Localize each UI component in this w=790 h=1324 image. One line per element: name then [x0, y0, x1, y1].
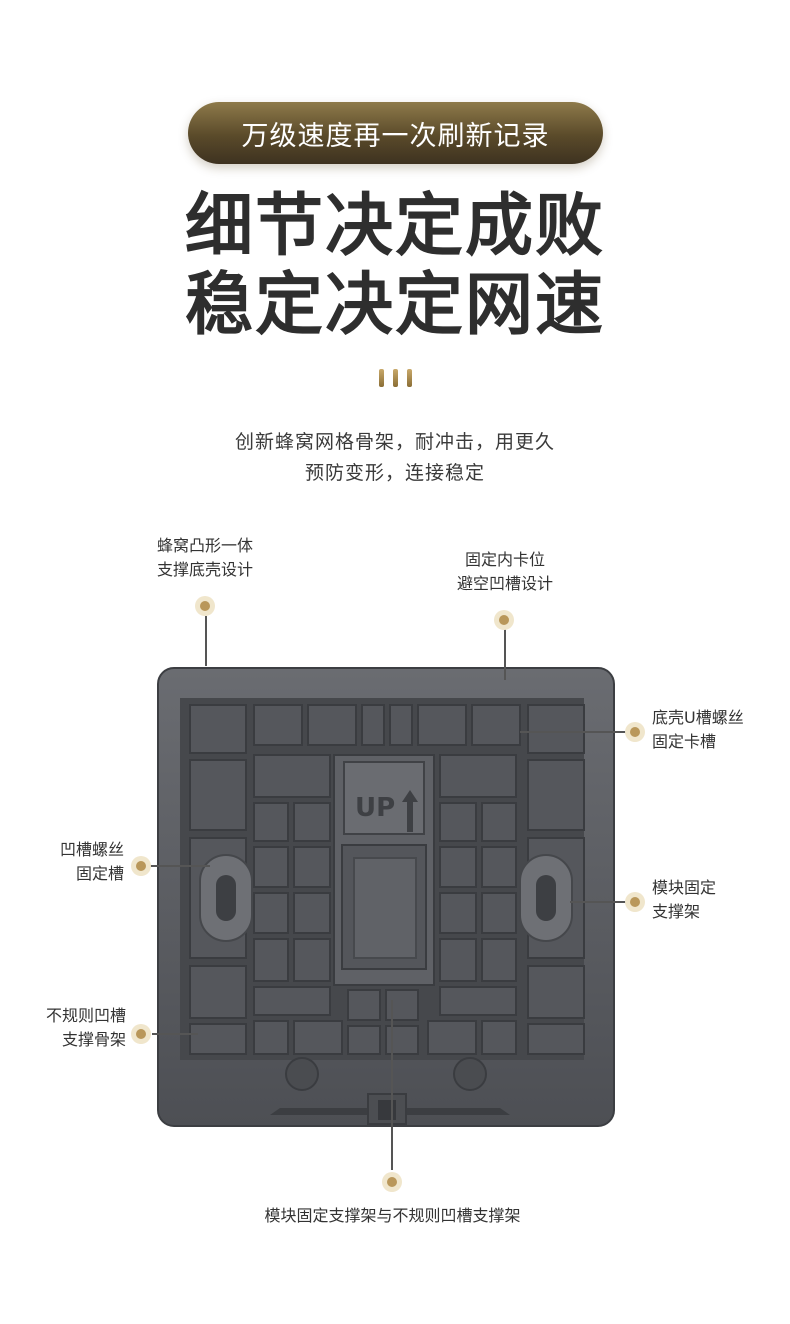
callout-line-u-slot — [520, 731, 626, 733]
badge-text: 万级速度再一次刷新记录 — [241, 120, 550, 152]
callout-line-bottom — [391, 1000, 393, 1170]
subtitle-line-1: 创新蜂窝网格骨架，耐冲击，用更久 — [234, 431, 555, 453]
callout-irregular-line1: 不规则凹槽 — [45, 1006, 126, 1025]
callout-dot-inner-clip — [494, 610, 514, 630]
callout-dot-screw-groove — [131, 856, 151, 876]
callout-inner-clip-line1: 固定内卡位 — [464, 550, 545, 569]
callout-dot-honeycomb — [195, 596, 215, 616]
headline-badge: 万级速度再一次刷新记录 — [188, 102, 603, 164]
callout-line-screw-groove — [150, 865, 210, 867]
callout-dot-u-slot — [625, 722, 645, 742]
callout-honeycomb-line2: 支撑底壳设计 — [156, 560, 253, 579]
callout-label-module-bracket: 模块固定 支撑架 — [652, 876, 716, 924]
callout-u-slot-line2: 固定卡槽 — [652, 732, 717, 751]
callout-line-module-bracket — [570, 901, 626, 903]
decorative-bars — [379, 369, 413, 387]
callout-line-irregular — [152, 1033, 198, 1035]
callout-module-bracket-line1: 模块固定 — [652, 878, 717, 897]
callout-honeycomb-line1: 蜂窝凸形一体 — [156, 536, 253, 555]
callout-line-honeycomb — [205, 616, 207, 666]
callout-label-bottom: 模块固定支撑架与不规则凹槽支撑架 — [264, 1206, 521, 1225]
socket-back-shell-illustration: UP — [157, 667, 615, 1127]
callout-dot-module-bracket — [625, 892, 645, 912]
callout-label-screw-groove: 凹槽螺丝 固定槽 — [20, 838, 124, 886]
callout-module-bracket-line2: 支撑架 — [652, 902, 701, 921]
callout-label-honeycomb: 蜂窝凸形一体 支撑底壳设计 — [140, 534, 270, 582]
callout-screw-groove-line2: 固定槽 — [75, 864, 124, 883]
callout-dot-bottom — [382, 1172, 402, 1192]
callout-screw-groove-line1: 凹槽螺丝 — [59, 840, 124, 859]
callout-label-inner-clip: 固定内卡位 避空凹槽设计 — [440, 548, 570, 596]
callout-inner-clip-line2: 避空凹槽设计 — [456, 574, 553, 593]
up-embossed-text: UP — [355, 793, 395, 823]
headline-line-2: 稳定决定网速 — [184, 266, 605, 345]
callout-line-inner-clip — [504, 628, 506, 680]
callout-dot-irregular — [131, 1024, 151, 1044]
callout-u-slot-line1: 底壳U槽螺丝 — [652, 708, 744, 727]
headline-line-1: 细节决定成败 — [184, 187, 605, 266]
up-arrow-icon — [402, 790, 418, 832]
callout-label-irregular: 不规则凹槽 支撑骨架 — [20, 1004, 126, 1052]
callout-irregular-line2: 支撑骨架 — [61, 1030, 126, 1049]
callout-label-u-slot: 底壳U槽螺丝 固定卡槽 — [652, 706, 744, 754]
subtitle-line-2: 预防变形，连接稳定 — [304, 462, 485, 484]
